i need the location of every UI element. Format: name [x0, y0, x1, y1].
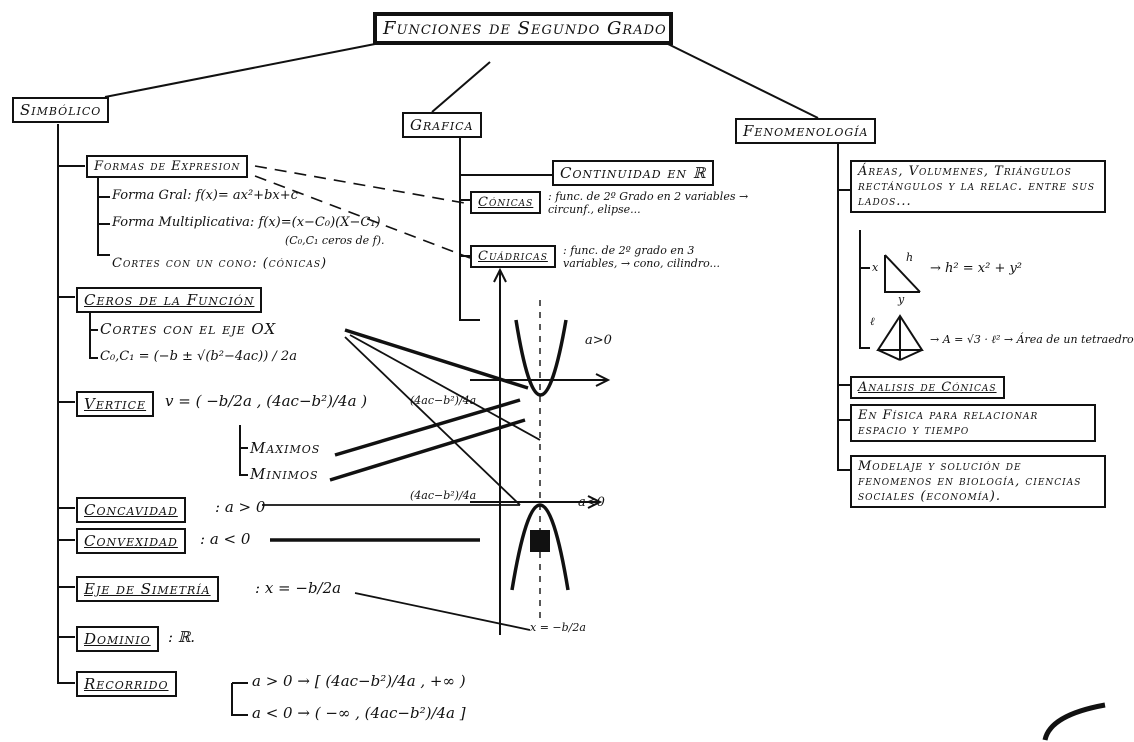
- tetra-formula: → A = √3 · ℓ² → Área de un tetraedro: [930, 333, 1134, 346]
- concavidad-heading: Concavidad: [76, 497, 186, 523]
- dominio-value: : ℝ.: [168, 628, 196, 646]
- formas-heading: Formas de Expresion: [86, 155, 249, 178]
- modelaje-box: Modelaje y solución de fenomenos en biol…: [850, 455, 1106, 508]
- link-title-grafica: [431, 61, 491, 113]
- cuadricas-heading: Cuádricas: [470, 245, 556, 268]
- vertice-minimos: Minimos: [250, 465, 319, 483]
- recorrido-negative: a < 0 → ( −∞ , (4ac−b²)/4a ]: [252, 704, 466, 722]
- parabola-a-positive: [514, 319, 568, 397]
- link-title-fenomenologia: [667, 43, 819, 119]
- branch-fenomenologia: Fenomenología: [735, 118, 877, 144]
- forma-cortes-cono: Cortes con un cono: (cónicas): [112, 256, 328, 271]
- corner-mark: [1042, 702, 1106, 741]
- forma-multiplicativa-note: (C₀,C₁ ceros de f).: [285, 234, 385, 247]
- right-triangle-icon: [884, 254, 921, 293]
- link-ceros-graph: [344, 328, 529, 390]
- convexidad-condition: : a < 0: [200, 530, 251, 548]
- tetrahedron-icon: [876, 314, 924, 361]
- continuidad-box: Continuidad en ℝ: [552, 160, 715, 186]
- conicas-heading: Cónicas: [470, 191, 542, 214]
- branch-grafica: Grafica: [402, 112, 482, 138]
- graph-label-a-negative: a<0: [578, 495, 605, 510]
- triangle-label-x: x: [872, 261, 879, 274]
- vertice-maximos: Maximos: [250, 439, 321, 457]
- graph-vertex-label-top: (4ac−b²)/4a: [410, 394, 477, 407]
- eje-simetria-formula: : x = −b/2a: [255, 579, 342, 597]
- triangle-label-y: y: [898, 293, 905, 306]
- analisis-conicas-box: Analisis de Cónicas: [850, 376, 1005, 399]
- conicas-text: : func. de 2º Grado en 2 variables → cir…: [548, 190, 749, 216]
- ceros-formula: C₀,C₁ = (−b ± √(b²−4ac)) / 2a: [100, 349, 297, 364]
- vertex-mark: [530, 530, 550, 552]
- forma-multiplicativa: Forma Multiplicativa: f(x)=(x−C₀)(X−C₁): [112, 215, 381, 230]
- graph-vertex-label-bottom: (4ac−b²)/4a: [410, 489, 477, 502]
- cuadricas-text: : func. de 2º grado en 3 variables, → co…: [563, 244, 721, 270]
- link-title-simbolico: [104, 43, 376, 98]
- simbolico-trunk: [57, 124, 75, 684]
- parabola-a-negative: [510, 503, 570, 591]
- concept-map: Funciones de Segundo Grado Simbólico Gra…: [12, 12, 1134, 741]
- recorrido-heading: Recorrido: [76, 671, 177, 697]
- vertice-heading: Vertice: [76, 391, 155, 417]
- concavidad-condition: : a > 0: [215, 498, 266, 516]
- grafica-trunk: [459, 136, 480, 321]
- connector-lines: [57, 43, 1106, 741]
- branch-simbolico: Simbólico: [12, 97, 110, 123]
- dominio-heading: Dominio: [76, 626, 159, 652]
- ceros-heading: Ceros de la Función: [76, 287, 263, 313]
- fisica-box: En Física para relacionar espacio y tiem…: [850, 404, 1096, 442]
- tetra-label-l: ℓ: [870, 315, 875, 328]
- forma-general: Forma Gral: f(x)= ax²+bx+c: [112, 188, 298, 203]
- link-maximos: [334, 398, 521, 457]
- link-minimos: [329, 418, 526, 482]
- convexidad-heading: Convexidad: [76, 528, 186, 554]
- recorrido-positive: a > 0 → [ (4ac−b²)/4a , +∞ ): [252, 672, 466, 690]
- ceros-cortes-eje: Cortes con el eje OX: [100, 320, 277, 338]
- triangle-label-h: h: [906, 251, 914, 264]
- fenomenologia-trunk: [837, 143, 850, 471]
- pythagoras-formula: → h² = x² + y²: [930, 261, 1023, 276]
- graph-axis-label: x = −b/2a: [530, 621, 586, 634]
- eje-simetria-heading: Eje de Simetría: [76, 576, 219, 602]
- areas-box: Áreas, Volumenes, Triángulos rectángulos…: [850, 160, 1106, 213]
- graph-label-a-positive: a>0: [585, 333, 612, 348]
- vertice-formula: v = ( −b/2a , (4ac−b²)/4a ): [165, 392, 368, 410]
- map-title: Funciones de Segundo Grado: [373, 12, 673, 45]
